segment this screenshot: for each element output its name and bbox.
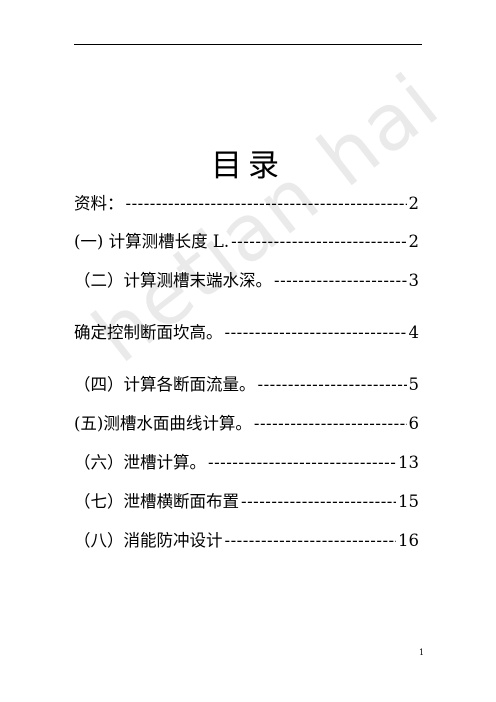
toc-leader: ----------------------------------------… <box>257 375 407 394</box>
toc-entry-label: （二）计算测槽末端水深。 <box>74 271 272 290</box>
toc-entry-1[interactable]: (一) 计算测槽长度 L. --------------------------… <box>74 228 419 254</box>
toc-entry-label: （六）泄槽计算。 <box>74 453 206 472</box>
toc-leader: ----------------------------------------… <box>224 323 407 342</box>
toc-entry-3[interactable]: 确定控制断面坎高。 ------------------------------… <box>74 319 419 345</box>
toc-page-number: 6 <box>408 414 420 433</box>
toc-leader: ----------------------------------------… <box>241 492 396 511</box>
toc-entry-label: （四）计算各断面流量。 <box>74 375 256 394</box>
toc-page-number: 3 <box>408 271 420 290</box>
toc-entry-label: 资料： <box>74 194 124 213</box>
toc-leader: ----------------------------------------… <box>208 453 396 472</box>
page-title: 目录 <box>211 148 285 184</box>
toc-page-number: 15 <box>398 492 419 511</box>
toc-page-number: 2 <box>408 194 420 213</box>
toc-entry-5[interactable]: (五)测槽水面曲线计算。 ---------------------------… <box>74 410 419 436</box>
toc-entry-label: （七）泄槽横断面布置 <box>74 492 239 511</box>
toc-entry-label: （八）消能防冲设计 <box>74 531 223 550</box>
toc-page-number: 5 <box>408 375 420 394</box>
toc-entry-2[interactable]: （二）计算测槽末端水深。 ---------------------------… <box>74 267 419 293</box>
toc-entry-4[interactable]: （四）计算各断面流量。 ----------------------------… <box>74 371 419 397</box>
toc-leader: ----------------------------------------… <box>231 232 407 251</box>
toc-entry-7[interactable]: （七）泄槽横断面布置 -----------------------------… <box>74 488 419 514</box>
toc-entry-label: (五)测槽水面曲线计算。 <box>74 414 252 433</box>
toc-entry-label: 确定控制断面坎高。 <box>74 323 223 342</box>
toc-page-number: 13 <box>398 453 419 472</box>
toc-leader: ----------------------------------------… <box>125 194 407 213</box>
toc-page-number: 16 <box>398 531 419 550</box>
toc-page-number: 4 <box>408 323 420 342</box>
toc-leader: ----------------------------------------… <box>253 414 407 433</box>
toc-entry-8[interactable]: （八）消能防冲设计 ------------------------------… <box>74 527 419 553</box>
toc-leader: ----------------------------------------… <box>274 271 407 290</box>
toc-entry-label: (一) 计算测槽长度 L. <box>74 232 230 251</box>
header-rule <box>74 44 422 45</box>
toc-entry-6[interactable]: （六）泄槽计算。 -------------------------------… <box>74 449 419 475</box>
footer-page-number: 1 <box>419 648 425 657</box>
toc-page-number: 2 <box>408 232 420 251</box>
toc-leader: ----------------------------------------… <box>224 531 397 550</box>
toc-entry-materials[interactable]: 资料： ------------------------------------… <box>74 190 419 216</box>
